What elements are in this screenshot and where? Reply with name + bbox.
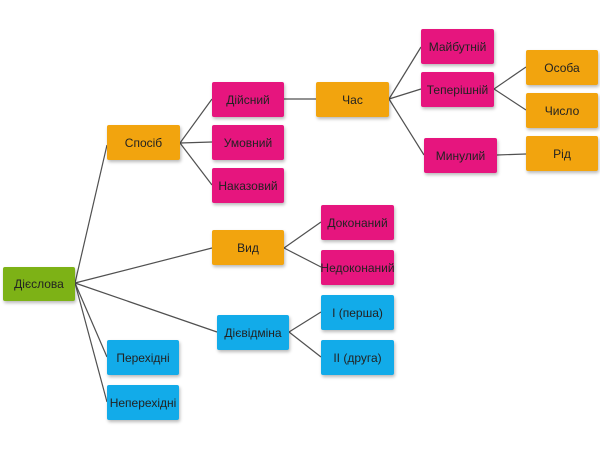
connector-root-to-vyd <box>74 247 213 284</box>
node-mynulyi: Минулий <box>424 138 497 173</box>
node-diievidmina: Дієвідміна <box>217 315 289 350</box>
connector-vyd-to-dokonanyi <box>283 221 322 249</box>
node-maibutnii: Майбутній <box>421 29 494 64</box>
connector-sposib-to-diysnyi <box>179 98 213 144</box>
connector-root-to-diievidmina <box>74 282 218 333</box>
node-nedokonanyi: Недоконаний <box>320 250 395 285</box>
connector-teperishnii-to-osoba <box>493 66 527 90</box>
connector-teperishnii-to-chyslo <box>493 88 527 111</box>
connector-root-to-perekhidni <box>74 282 108 358</box>
connector-sposib-to-nakazovyi <box>179 142 213 186</box>
node-neperekhidni: Неперехідні <box>107 385 179 420</box>
connector-vyd-to-nedokonanyi <box>283 247 322 268</box>
connector-root-to-sposib <box>74 144 108 284</box>
connector-chas-to-mynulyi <box>388 98 425 156</box>
node-dieslova: Дієслова <box>3 267 75 301</box>
node-rid: Рід <box>526 136 598 171</box>
node-diysnyi: Дійсний <box>212 82 284 117</box>
connector-diievidmina-to-druha <box>288 331 322 358</box>
node-dokonanyi: Доконаний <box>321 205 394 240</box>
node-teperishnii: Теперішній <box>421 72 494 107</box>
node-umovnyi: Умовний <box>212 125 284 160</box>
connector-chas-to-maibutnii <box>388 46 422 100</box>
node-chyslo: Число <box>526 93 598 128</box>
connector-root-to-neperekhidni <box>74 282 108 403</box>
node-nakazovyi: Наказовий <box>212 168 284 203</box>
node-druha: ІІ (друга) <box>321 340 394 375</box>
node-persha: І (перша) <box>321 295 394 330</box>
connector-sposib-to-umovnyi <box>179 141 213 144</box>
node-perekhidni: Перехідні <box>107 340 179 375</box>
connector-mynulyi-to-rid <box>496 153 527 156</box>
connector-chas-to-teperishnii <box>388 88 422 100</box>
node-chas: Час <box>316 82 389 117</box>
node-sposib: Спосіб <box>107 125 180 160</box>
node-osoba: Особа <box>526 50 598 85</box>
connector-diievidmina-to-persha <box>288 311 322 333</box>
node-vyd: Вид <box>212 230 284 265</box>
